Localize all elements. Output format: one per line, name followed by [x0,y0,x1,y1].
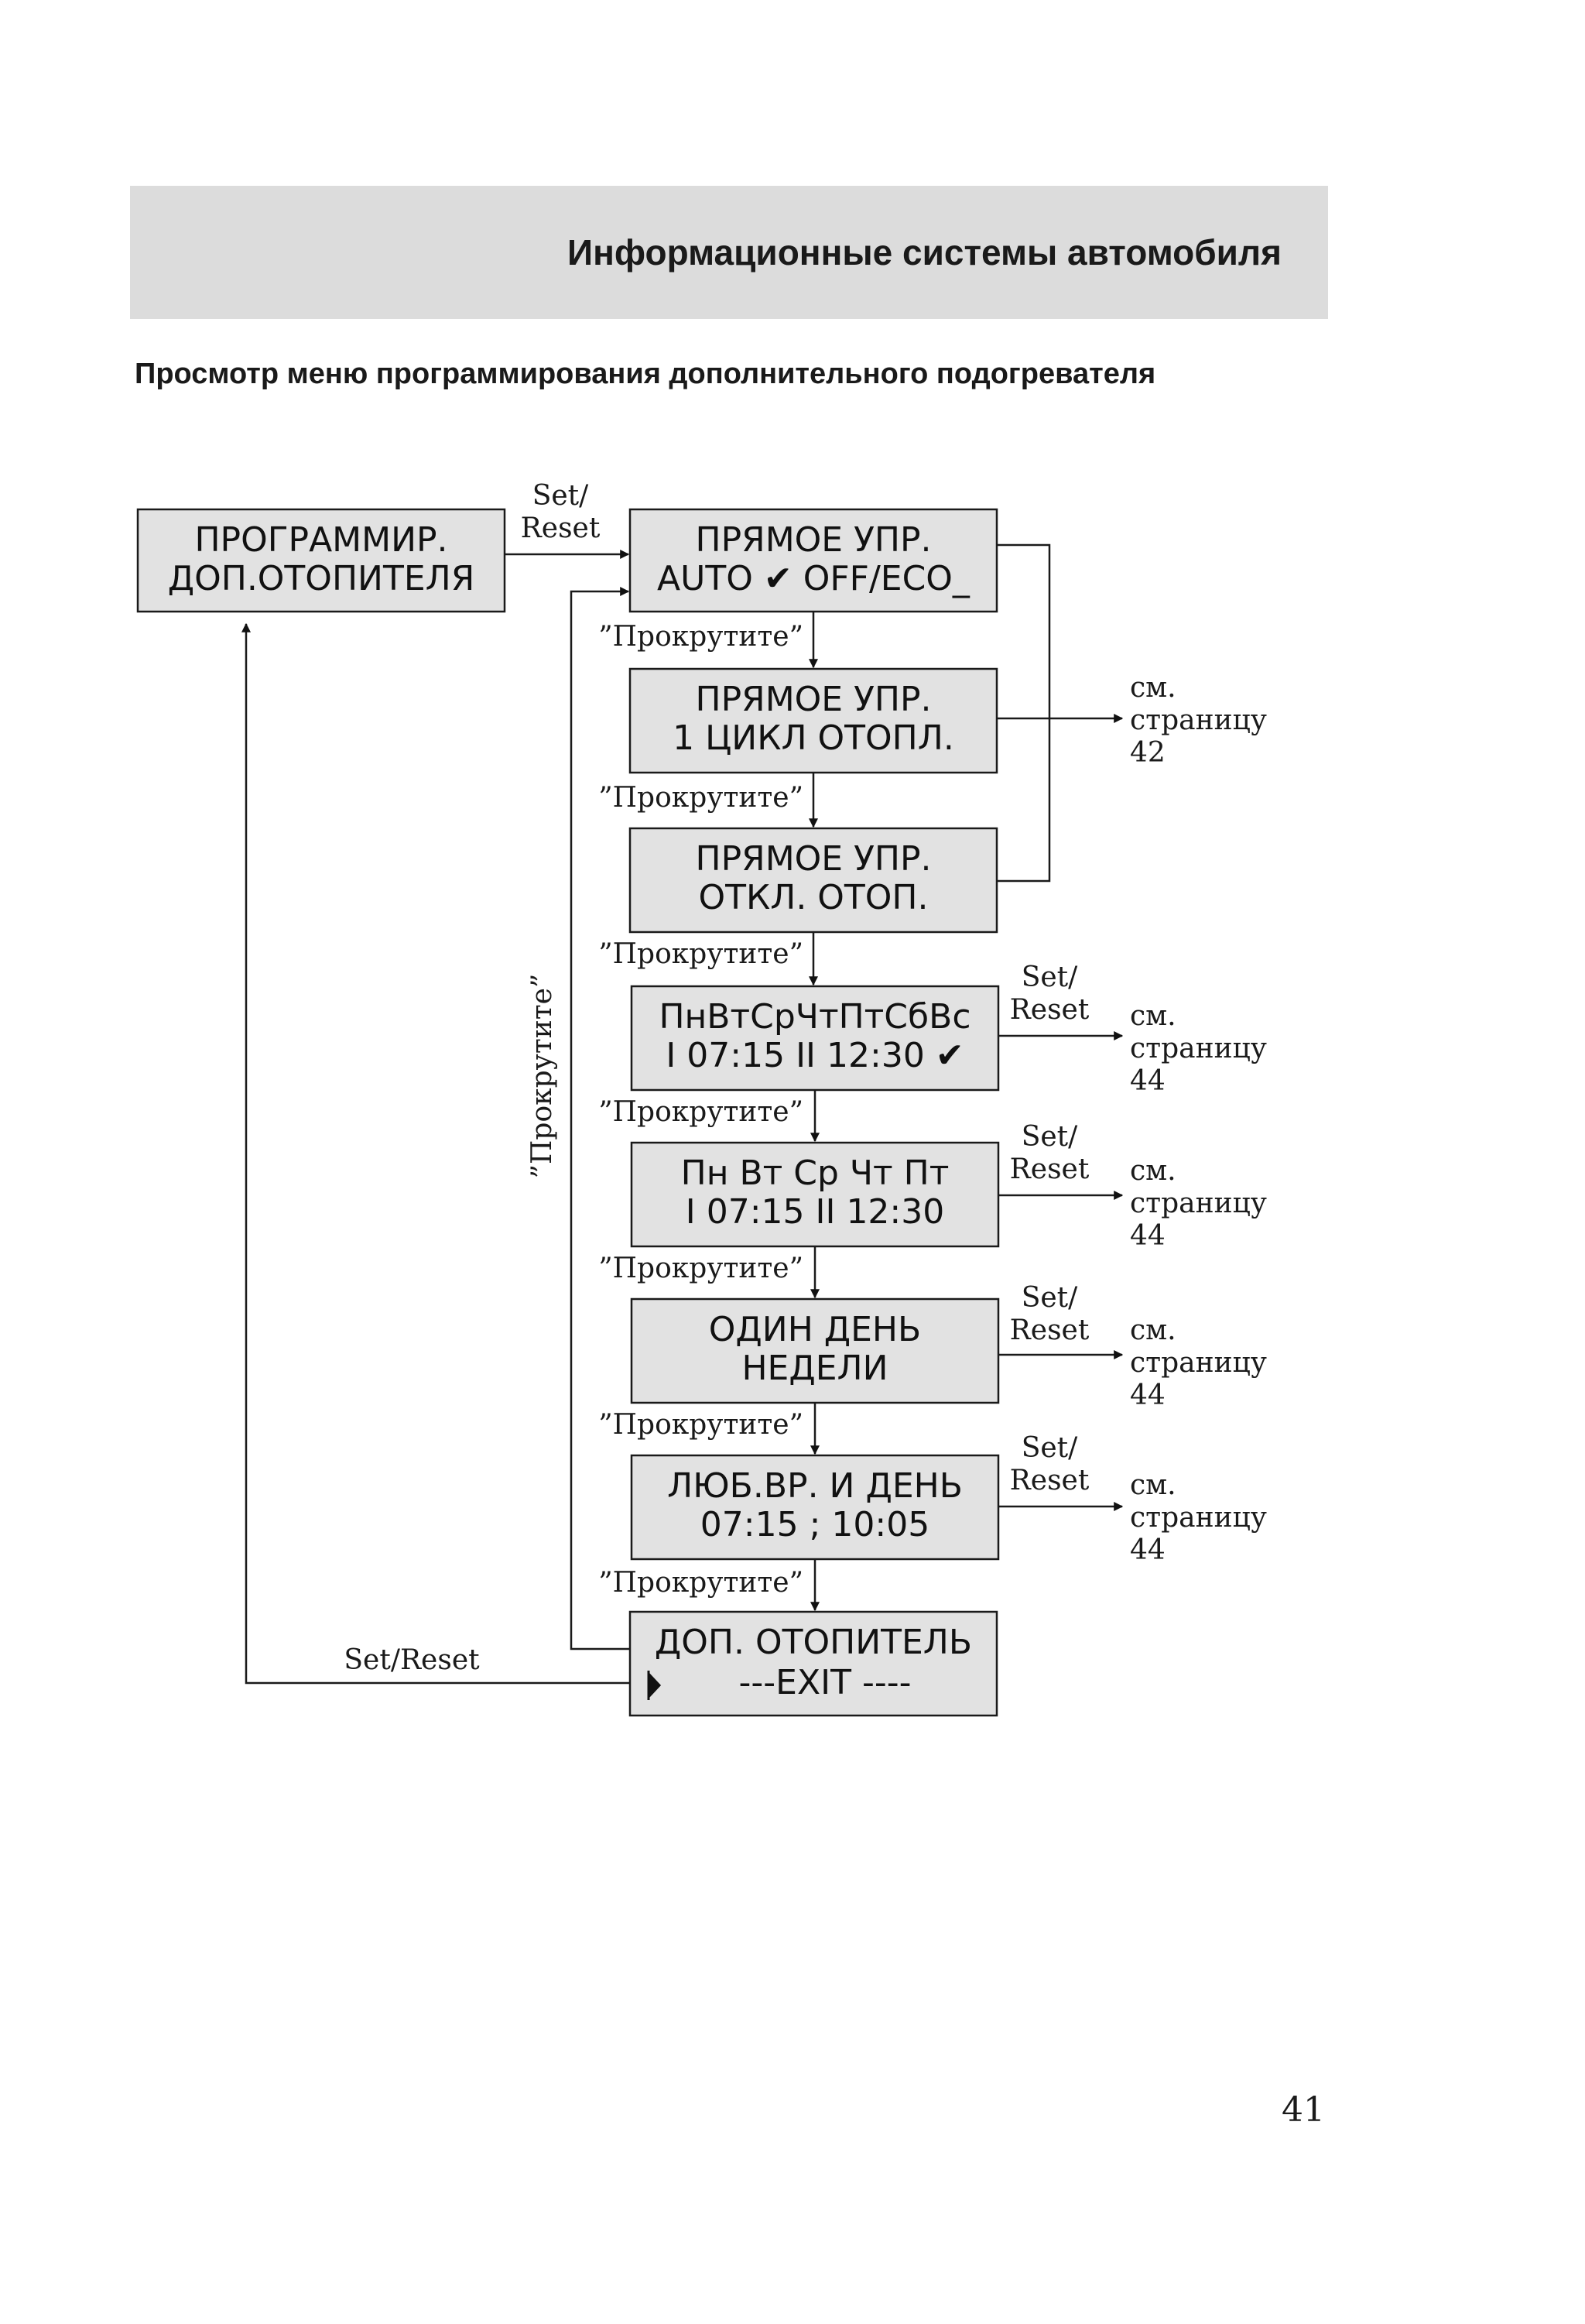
box-week-all-line1: ПнВтСрЧтПтСбВс [659,997,971,1037]
ref-direct-line1: см. [1130,672,1176,704]
ref-any-time-line2: страницу [1130,1502,1267,1534]
label-scroll-4: ”Прокрутите” [598,1096,803,1128]
cursor-marker-icon [647,1671,662,1700]
ref-week-all-line1: см. [1130,1000,1176,1032]
section-subtitle: Просмотр меню программирования дополните… [135,358,1156,390]
label-set-one-day: Set/ [1022,1282,1078,1314]
label-set-reset-exit: Set/Reset [344,1644,480,1676]
label-set-week-all: Set/ [1022,961,1078,993]
ref-week-workdays-page: 44 [1130,1220,1166,1252]
header-title: Информационные системы автомобиля [567,232,1282,273]
label-reset-any-time: Reset [1010,1465,1090,1496]
box-exit: ДОП. ОТОПИТЕЛЬ ---EXIT ---- [628,1610,998,1717]
ref-one-day-line2: страницу [1130,1347,1267,1379]
label-scroll-3: ”Прокрутите” [598,938,803,970]
label-scroll-7: ”Прокрутите” [598,1567,803,1599]
box-direct-off: ПРЯМОЕ УПР. ОТКЛ. ОТОП. [628,827,998,934]
bracket-direct-modes [997,543,1051,883]
label-set-top: Set/ [532,480,589,512]
label-scroll-5: ”Прокрутите” [598,1253,803,1284]
ref-any-time-line1: см. [1130,1469,1176,1501]
box-program-heater-line2: ДОП.ОТОПИТЕЛЯ [168,559,475,598]
label-scroll-2: ”Прокрутите” [598,782,803,814]
page-number: 41 [1282,2090,1325,2130]
label-set-any-time: Set/ [1022,1432,1078,1464]
ref-direct-line2: страницу [1130,704,1267,736]
box-direct-off-line1: ПРЯМОЕ УПР. [696,839,932,879]
box-direct-off-line2: ОТКЛ. ОТОП. [698,878,928,917]
box-exit-line1: ДОП. ОТОПИТЕЛЬ [655,1623,972,1662]
ref-direct-page: 42 [1130,737,1166,769]
box-any-time: ЛЮБ.ВР. И ДЕНЬ 07:15 ; 10:05 [630,1454,1000,1561]
box-week-all: ПнВтСрЧтПтСбВс I 07:15 II 12:30 ✔ [630,985,1000,1092]
box-any-time-line2: 07:15 ; 10:05 [700,1505,929,1544]
label-reset-one-day: Reset [1010,1315,1090,1346]
label-reset-week-all: Reset [1010,994,1090,1026]
label-scroll-vertical: ”Прокрутите” [526,974,558,1179]
ref-week-workdays-line2: страницу [1130,1188,1267,1219]
label-scroll-6: ”Прокрутите” [598,1409,803,1441]
label-reset-top: Reset [521,512,601,544]
box-one-day-line2: НЕДЕЛИ [741,1349,888,1388]
ref-one-day-line1: см. [1130,1315,1176,1346]
ref-week-workdays-line1: см. [1130,1155,1176,1187]
box-one-day: ОДИН ДЕНЬ НЕДЕЛИ [630,1297,1000,1404]
box-exit-line2: ---EXIT ---- [739,1663,912,1702]
box-week-workdays-line2: I 07:15 II 12:30 [686,1192,945,1232]
box-week-workdays: Пн Вт Ср Чт Пт I 07:15 II 12:30 [630,1141,1000,1248]
label-scroll-1: ”Прокрутите” [598,621,803,653]
box-direct-cycle-line1: ПРЯМОЕ УПР. [696,680,932,719]
box-program-heater-line1: ПРОГРАММИР. [194,520,447,560]
header-band: Информационные системы автомобиля [130,186,1328,319]
box-one-day-line1: ОДИН ДЕНЬ [709,1310,921,1349]
box-direct-auto-line2: AUTO ✔ OFF/ECO_ [657,559,971,598]
label-set-week-workdays: Set/ [1022,1121,1078,1153]
ref-any-time-page: 44 [1130,1534,1166,1566]
arrow-exit-to-start [241,622,630,1685]
box-direct-auto-line1: ПРЯМОЕ УПР. [696,520,932,560]
ref-week-all-page: 44 [1130,1065,1166,1097]
label-reset-week-workdays: Reset [1010,1153,1090,1185]
box-program-heater: ПРОГРАММИР. ДОП.ОТОПИТЕЛЯ [136,508,506,613]
box-direct-cycle: ПРЯМОЕ УПР. 1 ЦИКЛ ОТОПЛ. [628,667,998,774]
ref-week-all-line2: страницу [1130,1033,1267,1064]
ref-one-day-page: 44 [1130,1380,1166,1411]
box-week-all-line2: I 07:15 II 12:30 ✔ [666,1036,964,1075]
arrow-exit-loop-to-direct [570,587,630,1650]
box-direct-auto: ПРЯМОЕ УПР. AUTO ✔ OFF/ECO_ [628,508,998,613]
box-any-time-line1: ЛЮБ.ВР. И ДЕНЬ [667,1466,963,1506]
box-direct-cycle-line2: 1 ЦИКЛ ОТОПЛ. [673,718,954,758]
box-week-workdays-line1: Пн Вт Ср Чт Пт [681,1153,950,1193]
